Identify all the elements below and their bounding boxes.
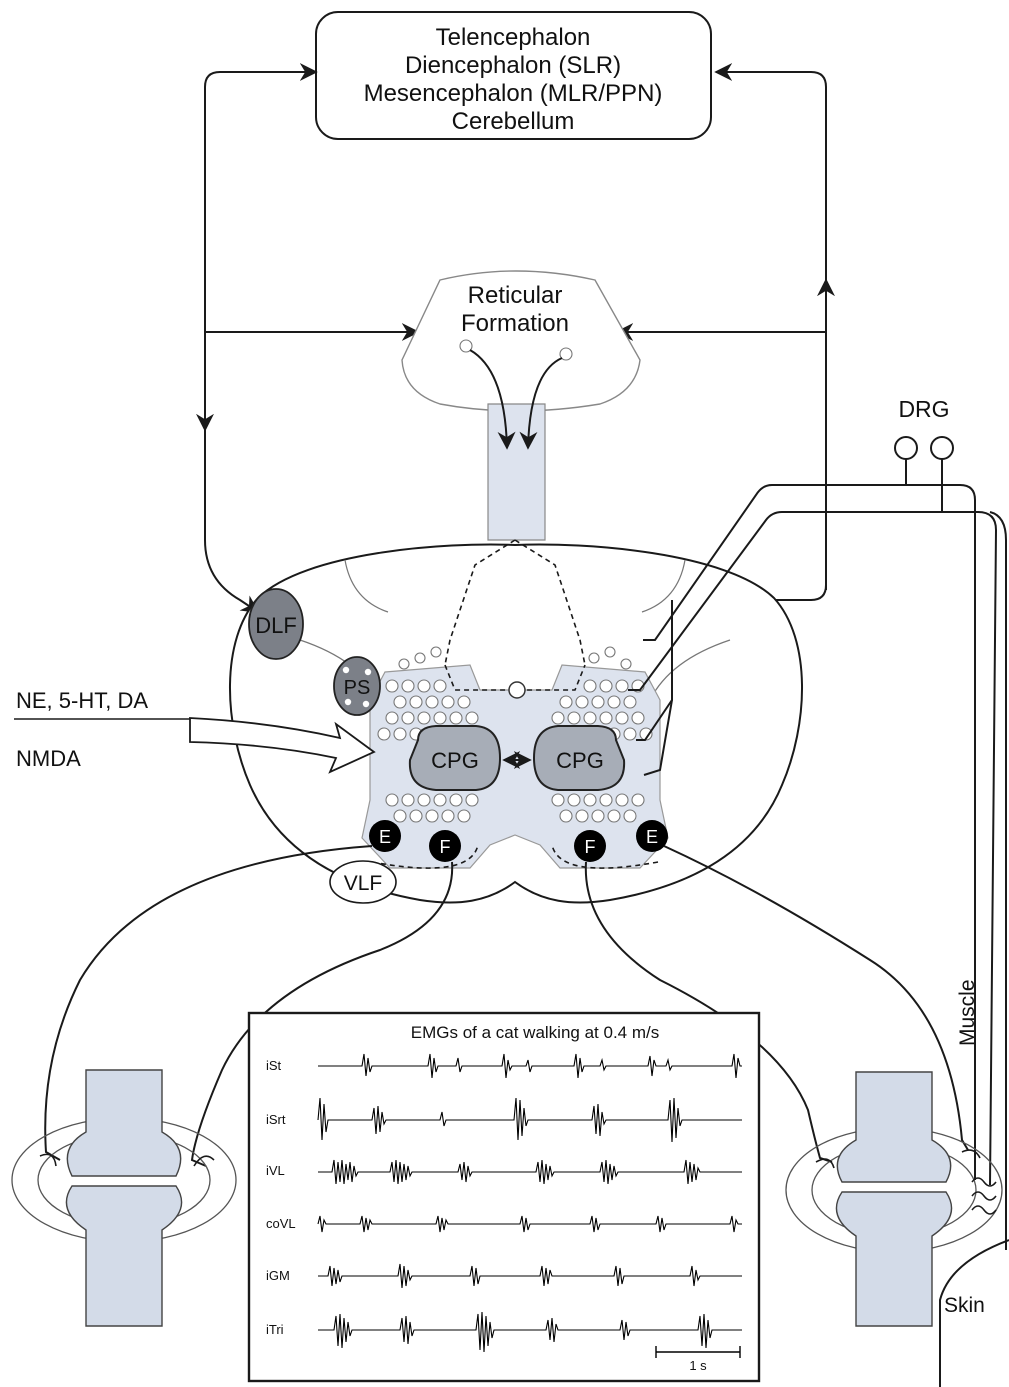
skin-region: Skin bbox=[940, 1240, 1009, 1387]
vlf-tract: VLF bbox=[330, 861, 396, 903]
emg-panel: EMGs of a cat walking at 0.4 m/s iSt iSr… bbox=[249, 1013, 759, 1381]
dlf-tract: DLF bbox=[249, 589, 303, 659]
brain-line-3: Mesencephalon (MLR/PPN) bbox=[364, 80, 663, 107]
vlf-label: VLF bbox=[344, 872, 383, 895]
emg-channel-label: iVL bbox=[266, 1163, 285, 1178]
muscle-label: Muscle bbox=[956, 979, 979, 1046]
spinal-cord-section: DLF PS CPG CPG E F F bbox=[230, 540, 802, 903]
reticular-label-2: Formation bbox=[461, 310, 569, 337]
motoneuron-e-left: E bbox=[369, 820, 401, 852]
emg-channel-label: iSt bbox=[266, 1058, 282, 1073]
emg-channel-label: coVL bbox=[266, 1216, 296, 1231]
f-left-label: F bbox=[440, 837, 451, 857]
emg-channel-label: iGM bbox=[266, 1268, 290, 1283]
motoneuron-e-right: E bbox=[636, 820, 668, 852]
brain-line-1: Telencephalon bbox=[436, 24, 591, 51]
reticular-formation: Reticular Formation bbox=[402, 271, 640, 540]
e-left-label: E bbox=[379, 827, 391, 847]
emg-title: EMGs of a cat walking at 0.4 m/s bbox=[411, 1023, 659, 1042]
right-knee-joint bbox=[786, 1072, 1002, 1326]
cpg-left: CPG bbox=[410, 726, 500, 790]
cpg-right: CPG bbox=[534, 726, 624, 790]
reticular-label-1: Reticular bbox=[468, 282, 563, 309]
brain-line-2: Diencephalon (SLR) bbox=[405, 52, 621, 79]
brain-box: Telencephalon Diencephalon (SLR) Mesence… bbox=[316, 12, 711, 139]
scale-label: 1 s bbox=[689, 1358, 707, 1373]
drg-label: DRG bbox=[898, 396, 949, 422]
f-right-label: F bbox=[585, 837, 596, 857]
emg-channel-label: iSrt bbox=[266, 1112, 286, 1127]
neuromod-label: NE, 5-HT, DA bbox=[16, 688, 148, 713]
nmda-label: NMDA bbox=[16, 746, 81, 771]
emg-channel-label: iTri bbox=[266, 1322, 284, 1337]
cpg-left-label: CPG bbox=[431, 748, 479, 773]
cpg-right-label: CPG bbox=[556, 748, 604, 773]
e-right-label: E bbox=[646, 827, 658, 847]
ps-tract: PS bbox=[334, 657, 380, 715]
skin-label: Skin bbox=[944, 1294, 985, 1317]
brain-line-4: Cerebellum bbox=[452, 108, 575, 135]
motoneuron-f-right: F bbox=[574, 830, 606, 862]
motoneuron-f-left: F bbox=[429, 830, 461, 862]
ps-label: PS bbox=[344, 677, 371, 699]
dlf-label: DLF bbox=[255, 613, 297, 638]
